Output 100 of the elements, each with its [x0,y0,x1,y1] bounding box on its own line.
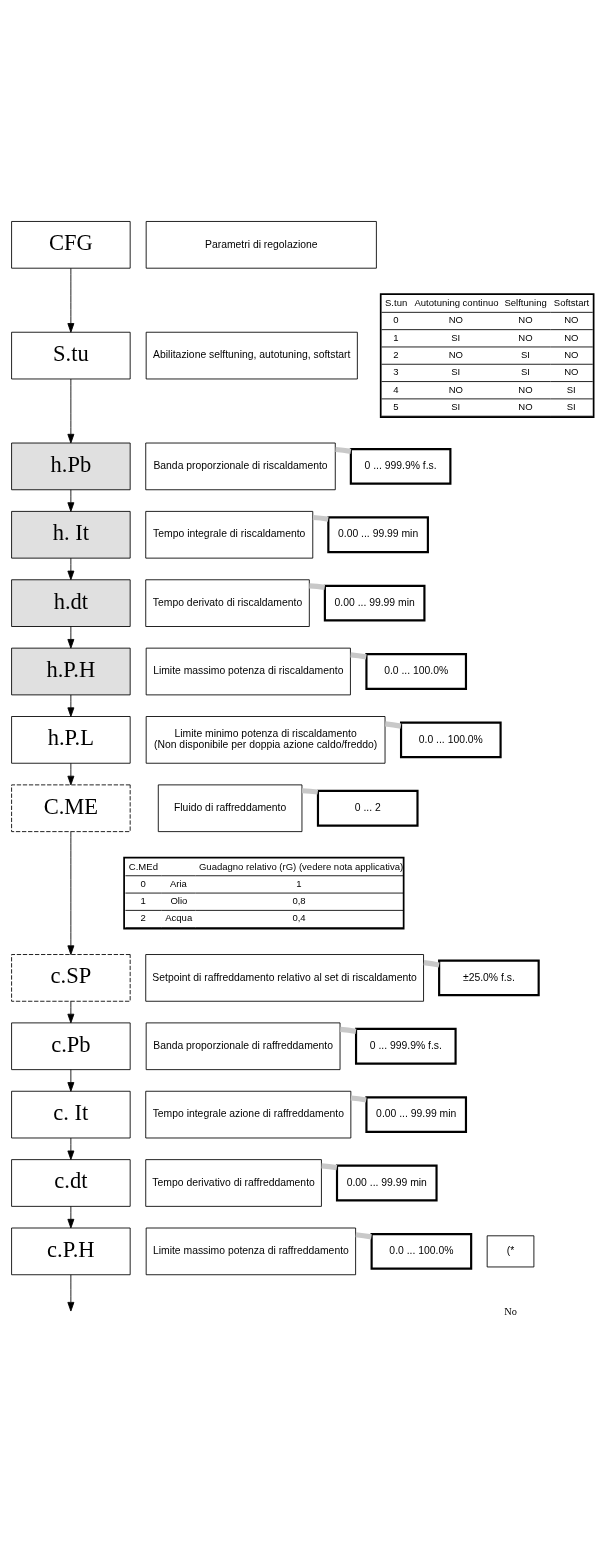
arrow [67,1068,75,1092]
connector [321,1162,338,1170]
label: Autotuning continuo [414,296,499,308]
arrow [67,1137,75,1160]
node-box: Limite massimo potenza di riscaldamento [145,647,351,695]
label: SI [451,400,461,412]
node-box: h. It [11,510,131,559]
label: 5 [393,400,399,412]
arrow [67,378,75,443]
node-box: 0.00 ... 99.99 min [327,515,429,553]
label: 1 [140,894,146,906]
node-box: 0.00 ... 99.99 min [335,1164,438,1201]
node-box: C.ME [11,783,131,832]
node-box: 0.0 ... 100.0% [399,721,502,758]
label: NO [448,313,463,325]
label: NO [564,331,579,343]
label: NO [448,348,463,360]
label: 1 [393,331,399,343]
node-box: Tempo integrale azione di raffreddamento [145,1090,352,1138]
label: NO [518,400,533,412]
label: SI [451,331,461,343]
arrow [67,625,75,649]
label: 0 [393,313,399,325]
node-box: Parametri di regolazione [145,220,377,269]
node-box: Limite massimo potenza di raffreddamento [145,1227,357,1275]
label: NO [448,383,463,395]
connector [355,1231,372,1239]
label: NO [564,313,579,325]
label: Aria [169,877,187,889]
node-box: h.dt [11,578,131,627]
label: 0,4 [292,911,306,923]
label: NO [518,313,533,325]
node-box: h.P.H [11,647,131,695]
node-box: 0.0 ... 100.0% [370,1232,473,1270]
label: 0 [140,877,146,889]
node-box: c.Pb [11,1021,131,1070]
node-box: 0 ... 999.9% f.s. [349,447,452,485]
label: 2 [393,348,399,360]
arrow [67,830,75,955]
node-box: Tempo derivato di riscaldamento [145,578,310,627]
node-box: Abilitazione selftuning, autotuning, softstart [145,331,358,379]
label: NO [564,348,579,360]
label: SI [520,365,530,377]
label: NO [518,331,533,343]
arrow [67,1000,75,1023]
connector [340,1026,357,1034]
connector [350,1094,367,1103]
arrow [67,694,75,717]
node-box: c.P.H [11,1227,131,1275]
label: 3 [393,365,399,377]
arrow [67,1205,75,1228]
arrow [67,1273,75,1311]
node-box: Setpoint di raffreddamento relativo al set di riscaldamento [145,953,424,1002]
label: No [504,1305,517,1317]
label: SI [566,400,576,412]
node-box: CFG [11,220,131,269]
label: SI [451,365,461,377]
label: Selftuning [504,296,547,308]
arrow [67,267,75,333]
label: Olio [170,894,188,906]
node-box: Banda proporzionale di riscaldamento [145,442,336,490]
node-box: ±25.0% f.s. [438,959,540,996]
node-box: Fluido di raffreddamento [157,783,303,832]
node-box: 0.0 ... 100.0% [365,652,468,690]
connector [312,514,329,522]
label: 1 [296,877,302,889]
connector [309,582,326,590]
node-box: 0.00 ... 99.99 min [365,1095,468,1133]
node-box: c. It [11,1090,131,1138]
arrow [67,557,75,580]
label: SI [566,383,576,395]
label: NO [564,365,579,377]
connector [302,787,319,795]
label: C.MEd [128,860,158,872]
arrow [67,762,75,785]
label: NO [518,383,533,395]
label: Softstart [553,296,590,308]
node-box: Tempo integrale di riscaldamento [145,510,314,559]
label: S.tun [385,296,408,308]
connector [335,446,352,454]
label: 2 [140,911,146,923]
node-box: 0.00 ... 99.99 min [323,584,426,622]
node-box: Banda proporzionale di raffreddamento [145,1021,341,1070]
connector [385,720,402,729]
label: 0,8 [292,894,306,906]
arrow [67,488,75,512]
connector [350,651,367,659]
label: SI [520,348,530,360]
node-box: Tempo derivativo di raffreddamento [145,1158,322,1207]
node-box: 0 ... 999.9% f.s. [354,1027,457,1065]
node-box: c.dt [11,1158,131,1207]
node-box: S.tu [11,331,131,379]
label: Guadagno relativo (rG) (vedere nota applicativa) [198,860,404,872]
node-box: h.Pb [11,442,131,490]
node-box: c.SP [11,953,131,1002]
node-box: 0 ... 2 [316,789,419,827]
label: Acqua [165,911,193,923]
node-box: h.P.L [11,715,131,764]
connector [423,959,440,967]
node-box: Limite minimo potenza di riscaldamento (Non disponibile per doppia azione caldo/freddo) [145,715,386,764]
